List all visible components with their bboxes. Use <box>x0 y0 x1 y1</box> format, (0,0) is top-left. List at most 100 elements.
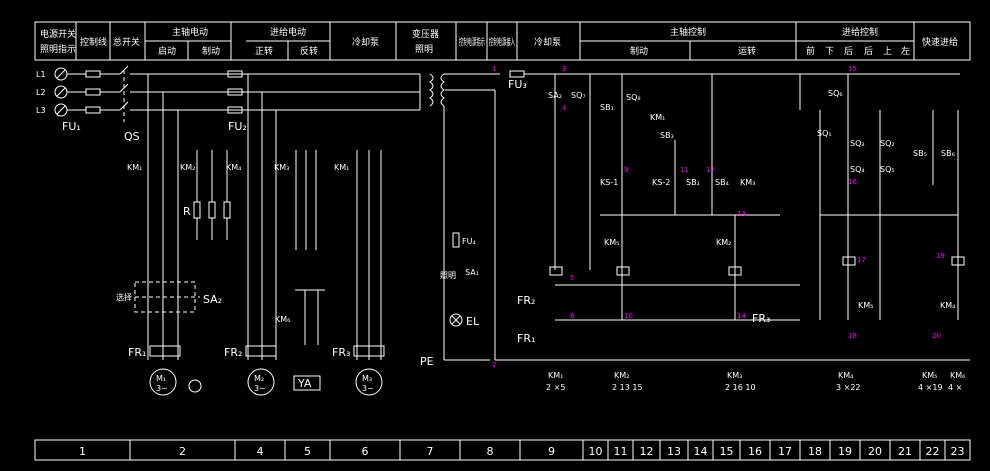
motor-m1-phase: 3~ <box>156 384 168 393</box>
node-9: 9 <box>624 166 628 174</box>
header-table: 电源开关 照明指示 控制线 总开关 主轴电动 启动 制动 进给电动 正转 反转 … <box>34 21 971 61</box>
hdr-spindle-control: 主轴控制 <box>670 26 706 38</box>
hdr-rapid: 快速进给 <box>922 36 958 48</box>
footer-cell: 6 <box>362 445 369 458</box>
label-km3-ctrl: KM₃ <box>740 178 755 187</box>
footer-cell: 2 <box>179 445 186 458</box>
hdr-brake-2: 制动 <box>630 45 648 57</box>
motor-m3: M₃ <box>362 374 372 383</box>
label-sq5: SQ₅ <box>880 165 895 174</box>
label-l3: L3 <box>36 106 46 115</box>
label-sq8: SQ₈ <box>626 93 641 102</box>
hdr-dir-back2: 后 <box>864 46 873 57</box>
table-km1-title: KM₁ <box>548 371 563 380</box>
node-12: 12 <box>706 166 715 174</box>
label-select: 选择 <box>116 292 132 302</box>
node-1: 1 <box>492 65 496 73</box>
hdr-power-2: 照明指示 <box>40 43 76 55</box>
hdr-control-line: 控制线 <box>80 36 107 48</box>
hdr-coolant-2: 冷却泵 <box>534 36 561 48</box>
label-l1: L1 <box>36 70 46 79</box>
node-16: 16 <box>848 178 857 186</box>
label-sa2: SA₂ <box>203 293 222 306</box>
hdr-main-switch: 总开关 <box>113 36 140 48</box>
label-km5-feed: KM₅ <box>858 301 873 310</box>
label-sa-ctrl: SA₂ <box>548 91 562 100</box>
label-ks2: KS-2 <box>652 178 670 187</box>
label-sb1: SB₁ <box>600 103 614 112</box>
footer-cell: 8 <box>487 445 494 458</box>
node-2: 2 <box>492 361 496 369</box>
label-km1-ctrl: KM₁ <box>650 113 665 122</box>
footer-cell: 4 <box>257 445 264 458</box>
footer-cell: 23 <box>951 445 965 458</box>
label-sq1: SQ₁ <box>817 129 832 138</box>
label-km5-ctrl: KM₅ <box>604 238 619 247</box>
label-el: EL <box>466 315 480 328</box>
label-fu1: FU₁ <box>62 120 81 133</box>
label-fr1-ctrl: FR₁ <box>517 332 535 345</box>
label-l2: L2 <box>36 88 46 97</box>
node-6: 6 <box>570 312 575 320</box>
label-resistor: R <box>183 205 191 218</box>
footer-cell: 16 <box>748 445 762 458</box>
label-sq-main: SQ₇ <box>571 91 586 100</box>
label-fu2: FU₂ <box>228 120 247 133</box>
power-section: L1 L2 L3 FU₁ QS FU₂ <box>36 65 420 143</box>
contact-tables: KM₁ 2 ×5 KM₂ 2 13 15 KM₃ 2 16 10 KM₄ 3 ×… <box>546 371 965 392</box>
label-km2-main: KM₂ <box>180 163 195 172</box>
footer-cell: 10 <box>589 445 603 458</box>
label-sq6: SQ₆ <box>828 89 843 98</box>
hdr-dir-left: 左 <box>901 45 910 57</box>
motor-m3-phase: 3~ <box>362 384 374 393</box>
hdr-control-input: 控制电源接入 <box>489 36 515 48</box>
motor-m1: M₁ <box>156 374 166 383</box>
label-km1-main: KM₁ <box>127 163 142 172</box>
hdr-dir-down: 下 <box>825 47 834 57</box>
hdr-power: 电源开关 <box>40 28 76 40</box>
label-fu3: FU₃ <box>508 78 527 91</box>
label-km1-m3: KM₁ <box>334 163 349 172</box>
hdr-dir-back: 后 <box>844 46 853 57</box>
node-3: 3 <box>562 65 566 73</box>
node-18: 18 <box>848 332 857 340</box>
label-pe: PE <box>420 355 434 368</box>
hdr-reverse: 反转 <box>300 45 318 57</box>
label-fr2: FR₂ <box>224 346 242 359</box>
label-fr2-ctrl: FR₂ <box>517 294 535 307</box>
hdr-run: 运转 <box>738 45 756 57</box>
footer-cell: 18 <box>808 445 822 458</box>
hdr-start: 启动 <box>158 45 176 57</box>
node-14: 14 <box>737 312 746 320</box>
table-km2-row1: 2 13 15 <box>612 383 643 392</box>
hdr-dir-up: 上 <box>883 46 892 57</box>
node-13: 13 <box>737 210 746 218</box>
motor-m2: M₂ <box>254 374 264 383</box>
footer-cell: 7 <box>427 445 434 458</box>
hdr-lighting: 照明 <box>415 44 433 55</box>
table-km6-row1: 4 × <box>948 383 962 392</box>
label-km3-main: KM₃ <box>274 163 289 172</box>
label-sb5: SB₅ <box>913 149 927 158</box>
footer-cell: 14 <box>694 445 708 458</box>
label-sq3: SQ₃ <box>850 139 865 148</box>
table-km5-title: KM₅ <box>922 371 937 380</box>
table-km5-row1: 4 ×19 <box>918 383 943 392</box>
label-fr3-ctrl: FR₃ <box>752 312 770 325</box>
node-10: 10 <box>624 312 633 320</box>
table-km2-title: KM₂ <box>614 371 629 380</box>
footer-cell: 19 <box>838 445 852 458</box>
hdr-feed-control: 进给控制 <box>842 26 878 38</box>
motor-m2-phase: 3~ <box>254 384 266 393</box>
node-11: 11 <box>680 166 689 174</box>
footer-cell: 17 <box>778 445 792 458</box>
label-ks1: KS-1 <box>600 178 618 187</box>
footer-cell: 21 <box>898 445 912 458</box>
table-km6-title: KM₆ <box>950 371 965 380</box>
label-sb2: SB₂ <box>686 178 700 187</box>
footer-cell: 11 <box>614 445 628 458</box>
table-km4-row1: 3 ×22 <box>836 383 861 392</box>
label-fu4: FU₄ <box>462 237 476 246</box>
